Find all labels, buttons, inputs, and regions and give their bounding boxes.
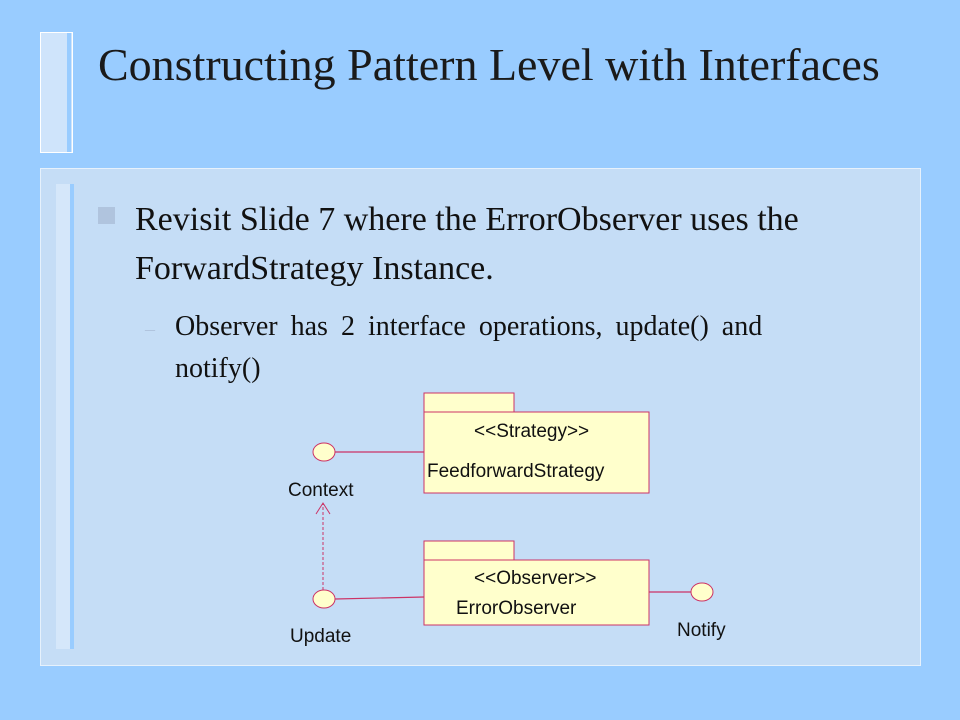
sub-bullet-text: Observer has 2 interface operations, upd… — [175, 311, 763, 384]
context-label: Context — [288, 480, 354, 501]
update-connector — [334, 596, 425, 600]
update-interface-icon — [312, 589, 336, 609]
title-accent-bar — [40, 32, 73, 153]
observer-package-tab — [423, 540, 515, 562]
slide-title: Constructing Pattern Level with Interfac… — [98, 39, 880, 90]
strategy-package-tab — [423, 392, 515, 414]
strategy-name: FeedforwardStrategy — [427, 461, 605, 482]
notify-label: Notify — [677, 620, 726, 641]
strategy-package-box — [423, 411, 650, 494]
context-interface-icon — [312, 442, 336, 462]
bullet-square-icon — [98, 207, 115, 224]
notify-interface-icon — [690, 582, 714, 602]
observer-stereotype: <<Observer>> — [474, 568, 597, 589]
update-label: Update — [290, 626, 351, 647]
sub-bullet-dash-icon: – — [145, 318, 155, 340]
strategy-stereotype: <<Strategy>> — [474, 421, 589, 442]
dependency-arrowhead-icon — [315, 502, 331, 515]
content-accent-bar — [56, 184, 74, 649]
bullet-text: Revisit Slide 7 where the ErrorObserver … — [135, 201, 799, 287]
observer-name: ErrorObserver — [456, 598, 577, 619]
